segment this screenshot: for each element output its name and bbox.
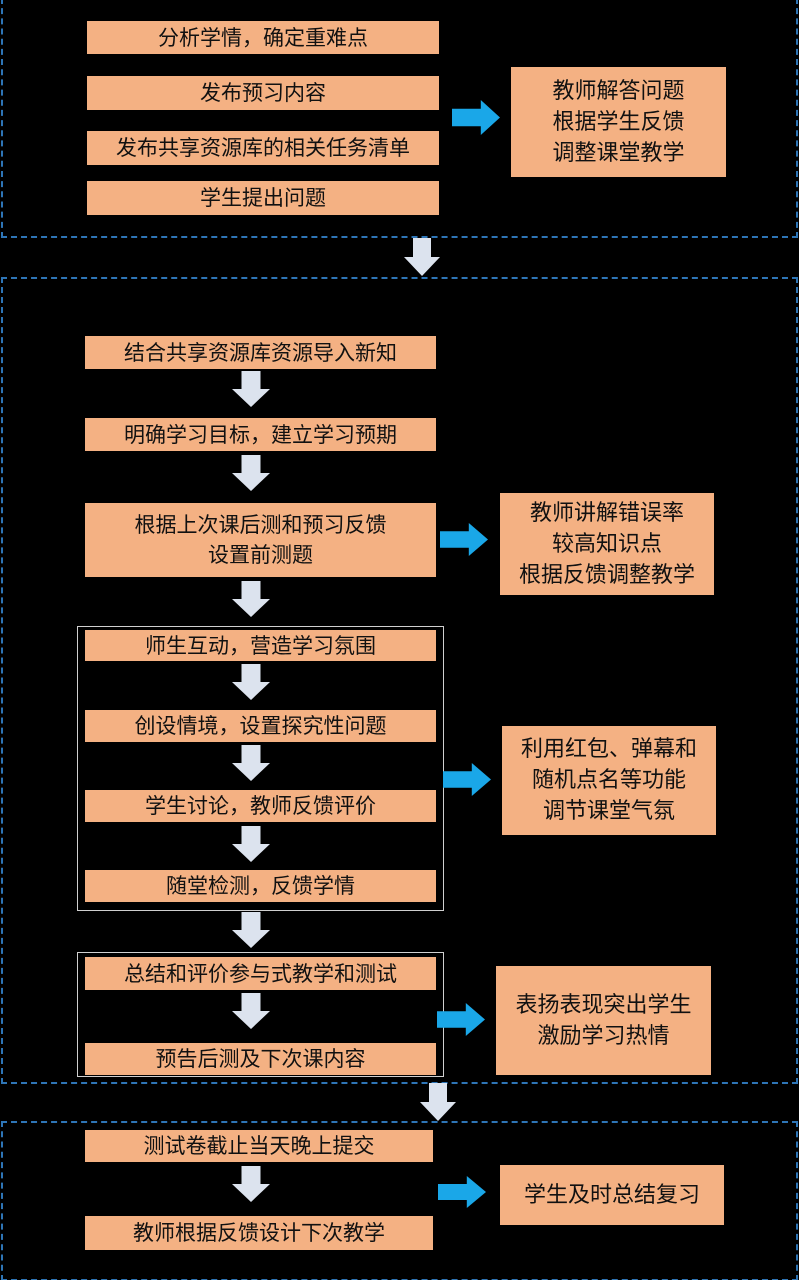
step-box: 发布共享资源库的相关任务清单 [87, 131, 439, 165]
step-box: 总结和评价参与式教学和测试 [85, 957, 436, 990]
side-box: 表扬表现突出学生 激励学习热情 [496, 966, 711, 1075]
down-arrow-icon [404, 238, 440, 276]
step-box: 预告后测及下次课内容 [85, 1043, 436, 1075]
down-arrow-icon [232, 826, 270, 862]
step-box: 师生互动，营造学习氛围 [85, 630, 436, 661]
section-preclass [1, 0, 798, 238]
section-inclass [1, 277, 798, 1084]
down-arrow-icon [232, 745, 270, 781]
side-box: 利用红包、弹幕和 随机点名等功能 调节课堂气氛 [502, 726, 716, 835]
step-box: 随堂检测，反馈学情 [85, 870, 436, 902]
down-arrow-icon [232, 371, 270, 407]
down-arrow-icon [232, 581, 270, 617]
step-box: 明确学习目标，建立学习预期 [85, 418, 436, 451]
step-box: 测试卷截止当天晚上提交 [85, 1130, 433, 1162]
step-box: 创设情境，设置探究性问题 [85, 710, 436, 742]
down-arrow-icon [232, 993, 270, 1029]
step-box: 教师根据反馈设计下次教学 [85, 1216, 433, 1250]
step-box: 发布预习内容 [87, 76, 439, 110]
step-box: 学生讨论，教师反馈评价 [85, 790, 436, 822]
right-arrow-icon [437, 1003, 485, 1036]
step-box: 结合共享资源库资源导入新知 [85, 336, 436, 369]
step-box: 根据上次课后测和预习反馈 设置前测题 [85, 503, 436, 577]
step-box: 学生提出问题 [87, 181, 439, 215]
side-box: 教师讲解错误率 较高知识点 根据反馈调整教学 [500, 493, 714, 595]
down-arrow-icon [232, 664, 270, 700]
interaction-group [77, 626, 444, 911]
down-arrow-icon [420, 1083, 456, 1121]
right-arrow-icon [443, 763, 491, 796]
right-arrow-icon [452, 100, 500, 135]
step-box: 分析学情，确定重难点 [87, 21, 439, 54]
down-arrow-icon [232, 455, 270, 491]
right-arrow-icon [440, 523, 488, 556]
right-arrow-icon [438, 1176, 486, 1208]
side-box: 学生及时总结复习 [500, 1165, 724, 1225]
side-box: 教师解答问题 根据学生反馈 调整课堂教学 [511, 67, 726, 177]
down-arrow-icon [232, 1166, 270, 1202]
down-arrow-icon [232, 912, 270, 948]
